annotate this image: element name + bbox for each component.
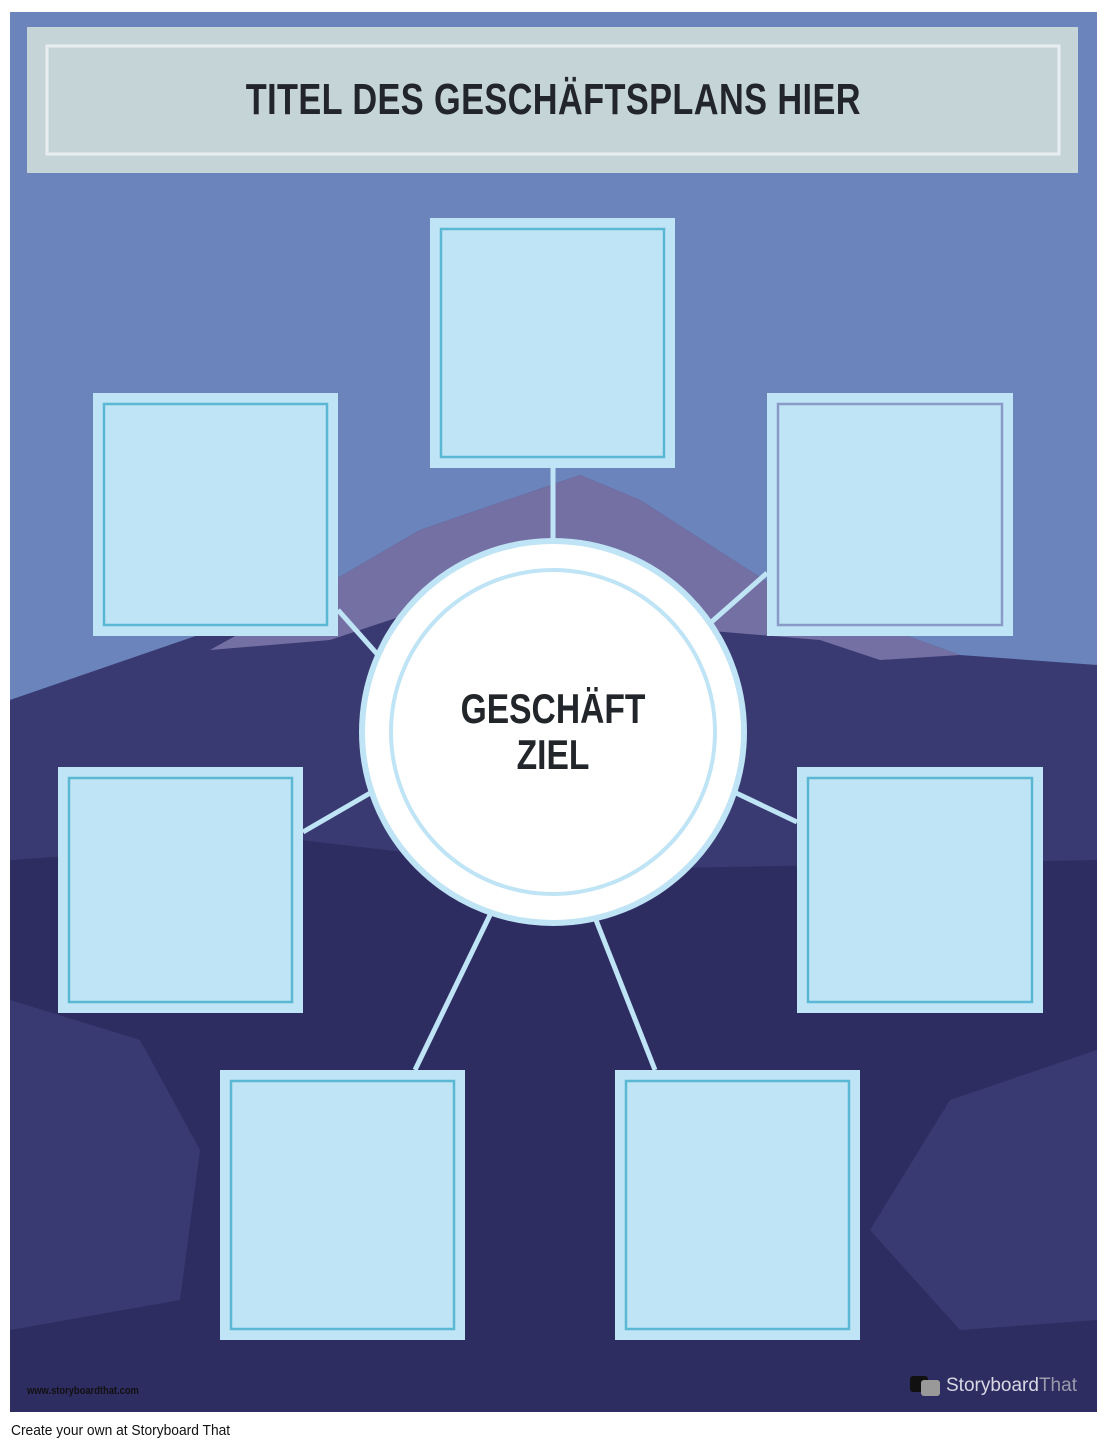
center-line-1: GESCHÄFT <box>460 685 646 732</box>
box-upper-left[interactable] <box>93 393 338 636</box>
rock-left <box>10 1000 200 1330</box>
box-middle-right[interactable] <box>797 767 1043 1013</box>
box-upper-right[interactable] <box>767 393 1013 636</box>
box-top[interactable] <box>430 218 675 468</box>
title-panel <box>27 27 1078 173</box>
center-line-2: ZIEL <box>516 731 590 778</box>
title-frame <box>45 44 1061 156</box>
page-title[interactable]: TITEL DES GESCHÄFTSPLANS HIER <box>47 46 1059 154</box>
watermark-url: www.storyboardthat.com <box>27 1385 139 1397</box>
center-ring <box>389 568 717 896</box>
logo-text-2: That <box>1038 1375 1077 1396</box>
connectors <box>301 468 799 1072</box>
storyboardthat-logo-icon <box>910 1376 940 1396</box>
box-bottom-left[interactable] <box>220 1070 465 1340</box>
center-goal-text[interactable]: GESCHÄFT ZIEL <box>393 686 713 778</box>
center-circle[interactable] <box>359 538 747 926</box>
footer-link[interactable]: Create your own at Storyboard That <box>11 1422 231 1439</box>
rock-right <box>870 1050 1097 1330</box>
logo-text-1: Storyboard <box>946 1375 1039 1396</box>
box-bottom-right[interactable] <box>615 1070 860 1340</box>
box-middle-left[interactable] <box>58 767 303 1013</box>
title-text: TITEL DES GESCHÄFTSPLANS HIER <box>245 75 861 124</box>
